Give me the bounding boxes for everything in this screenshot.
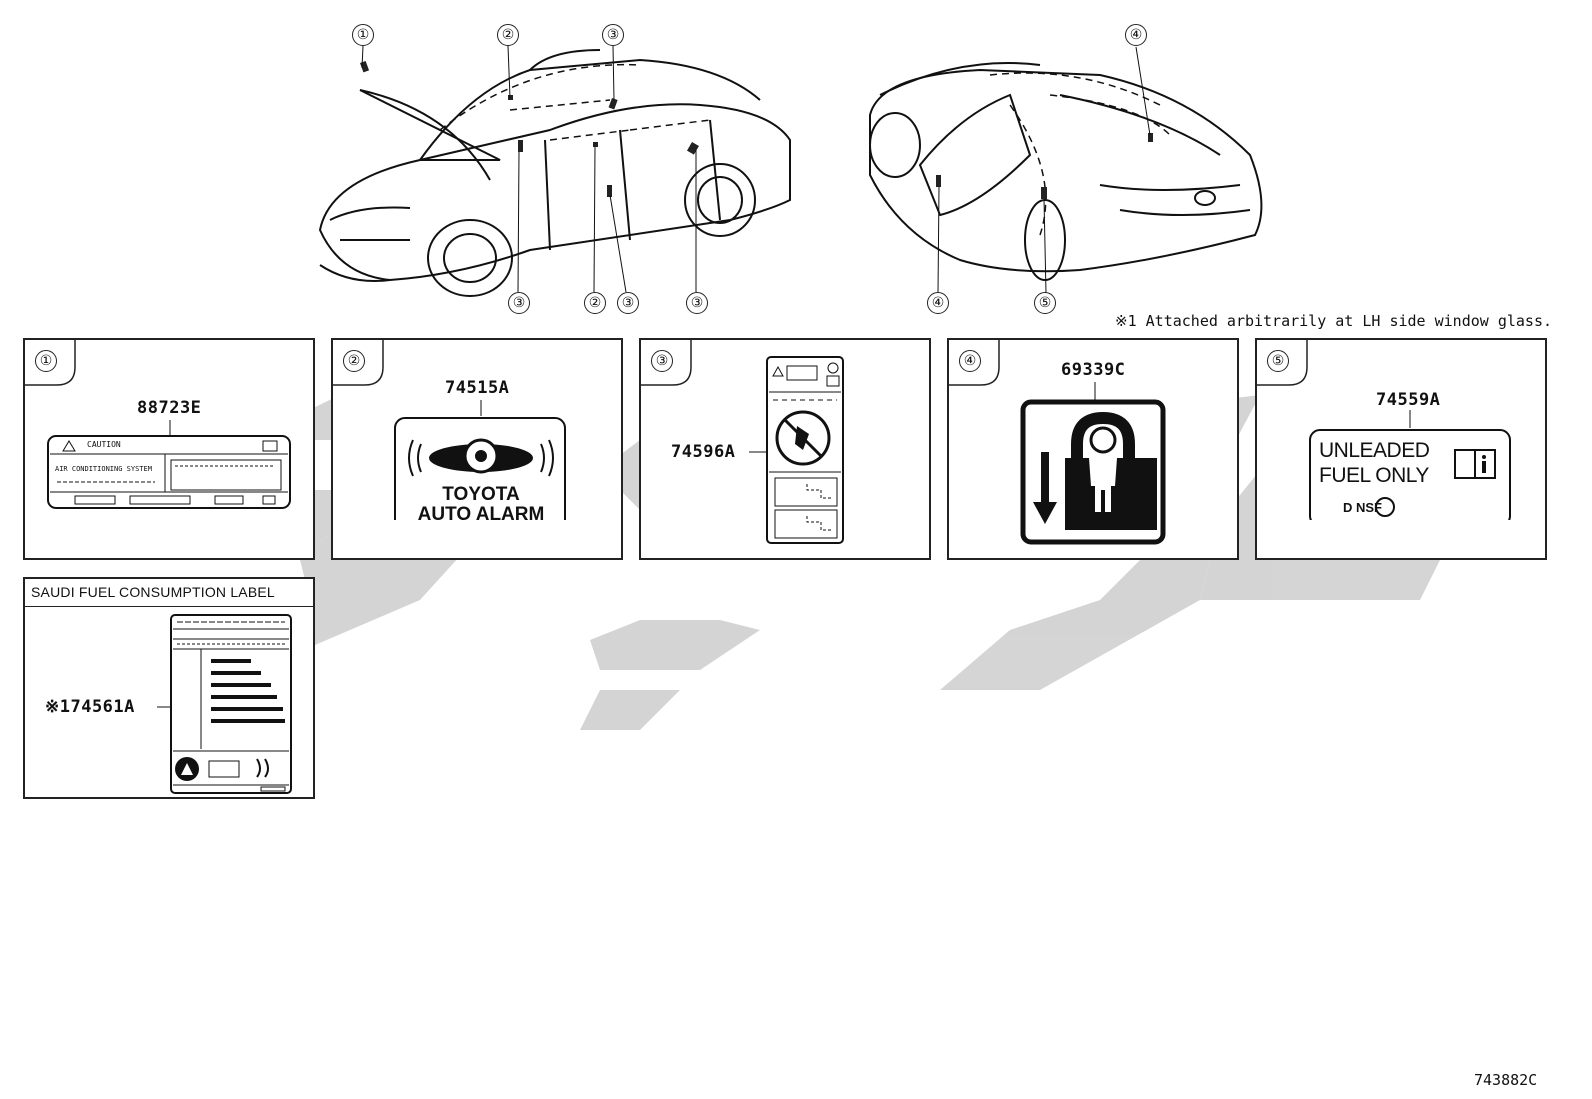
car-rear-view bbox=[869, 46, 1263, 294]
callout-front-1: ① bbox=[352, 24, 374, 46]
ac-caution-label bbox=[47, 420, 291, 509]
fuel-label-line1: UNLEADED bbox=[1319, 439, 1430, 462]
callout-rear-bottom-4: ④ bbox=[927, 292, 949, 314]
callout-rear-4: ④ bbox=[1125, 24, 1147, 46]
part-number-74561A: ※174561A bbox=[45, 697, 135, 717]
alarm-label-line1: TOYOTA bbox=[442, 484, 520, 505]
part-number-74596A: 74596A bbox=[671, 442, 736, 462]
callout-front-bottom-3a: ③ bbox=[508, 292, 530, 314]
panel-marker-4: ④ bbox=[959, 350, 981, 372]
auto-alarm-label bbox=[394, 400, 566, 520]
attachment-note: ※1 Attached arbitrarily at LH side windo… bbox=[1115, 312, 1553, 330]
airbag-warning-label bbox=[749, 356, 844, 544]
saudi-panel-title-bar bbox=[25, 579, 313, 607]
callout-rear-bottom-5: ⑤ bbox=[1034, 292, 1056, 314]
ac-label-caution-text: CAUTION bbox=[87, 440, 121, 449]
saudi-label-panel: SAUDI FUEL CONSUMPTION LABEL ※174561A bbox=[23, 577, 315, 799]
callout-front-2: ② bbox=[497, 24, 519, 46]
panel-marker-tab bbox=[949, 340, 1000, 386]
alarm-label-line2: AUTO ALARM bbox=[417, 504, 545, 525]
part-number-74515A: 74515A bbox=[445, 378, 510, 398]
panel-marker-3: ③ bbox=[651, 350, 673, 372]
panel-marker-2: ② bbox=[343, 350, 365, 372]
panel-marker-tab bbox=[1257, 340, 1308, 386]
panel-marker-tab bbox=[25, 340, 76, 386]
ac-label-system-text: AIR CONDITIONING SYSTEM bbox=[55, 465, 152, 473]
part-number-69339C: 69339C bbox=[1061, 360, 1126, 380]
label-panel-5: ⑤ 74559A UNLEADED FUEL ONLY D NSF bbox=[1255, 338, 1547, 560]
saudi-panel-title: SAUDI FUEL CONSUMPTION LABEL bbox=[31, 584, 275, 600]
panel-marker-5: ⑤ bbox=[1267, 350, 1289, 372]
callout-front-bottom-2: ② bbox=[584, 292, 606, 314]
label-panel-1: ① 88723E CAUTION AIR CONDITIONING SYSTEM bbox=[23, 338, 315, 560]
label-panel-3: ③ 74596A bbox=[639, 338, 931, 560]
label-panel-4: ④ 69339C bbox=[947, 338, 1239, 560]
panel-marker-tab bbox=[641, 340, 692, 386]
fuel-label-logo-text: D NSF bbox=[1343, 500, 1382, 515]
child-lock-label bbox=[1020, 382, 1166, 545]
callout-front-bottom-3b: ③ bbox=[617, 292, 639, 314]
callout-front-bottom-3c: ③ bbox=[686, 292, 708, 314]
panel-marker-1: ① bbox=[35, 350, 57, 372]
part-number-74559A: 74559A bbox=[1376, 390, 1441, 410]
saudi-fuel-label bbox=[157, 614, 292, 794]
fuel-label-line2: FUEL ONLY bbox=[1319, 464, 1429, 487]
label-panel-2: ② 74515A TOYOTA AUTO ALARM bbox=[331, 338, 623, 560]
part-number-88723E: 88723E bbox=[137, 398, 202, 418]
callout-front-3: ③ bbox=[602, 24, 624, 46]
unleaded-fuel-label bbox=[1309, 410, 1511, 520]
figure-id: 743882C bbox=[1474, 1071, 1538, 1089]
car-front-view bbox=[318, 45, 791, 297]
panel-marker-tab bbox=[333, 340, 384, 386]
